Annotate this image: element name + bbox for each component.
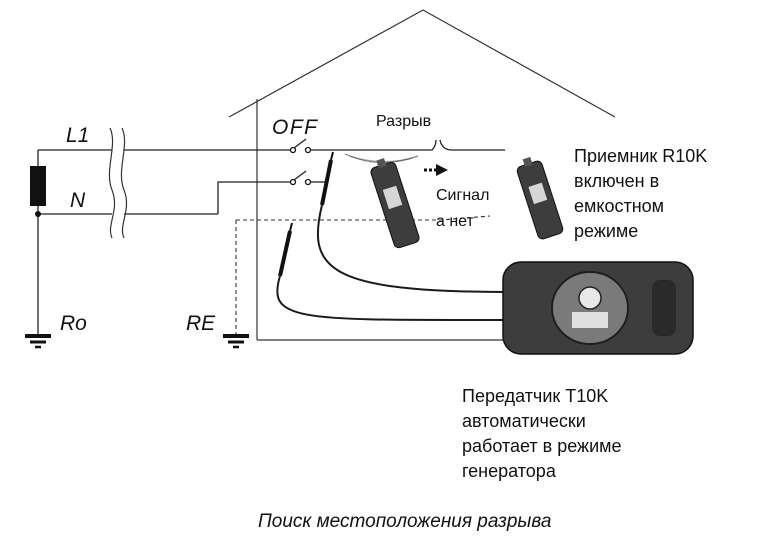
receiver-device-icon bbox=[370, 158, 420, 249]
receiver-line-2: включен в bbox=[574, 171, 659, 191]
resistor-icon bbox=[30, 150, 46, 335]
label-phase: L1 bbox=[66, 124, 89, 147]
switch-icon bbox=[286, 138, 420, 154]
transmitter-device-icon bbox=[502, 261, 694, 355]
switch-icon bbox=[217, 170, 326, 214]
label-neutral: N bbox=[70, 189, 86, 212]
receiver-description: Приемник R10K включен в емкостном режиме bbox=[574, 146, 707, 241]
transmitter-description: Передатчик T10K автоматически работает в… bbox=[462, 386, 622, 481]
receiver-line-1: Приемник R10K bbox=[574, 146, 707, 166]
ground-icon bbox=[223, 220, 249, 349]
incoming-lines bbox=[38, 127, 286, 239]
signal-arrow-icon bbox=[424, 164, 448, 176]
transmitter-line-1: Передатчик T10K bbox=[462, 386, 608, 406]
label-switch-state: OFF bbox=[272, 116, 319, 139]
line-break-mark bbox=[108, 127, 116, 239]
transmitter-line-3: работает в режиме bbox=[462, 436, 622, 456]
receiver-line-4: режиме bbox=[574, 221, 638, 241]
label-break: Разрыв bbox=[376, 113, 431, 130]
probe-icon bbox=[276, 222, 509, 322]
line-break-mark bbox=[120, 127, 128, 239]
transmitter-line-4: генератора bbox=[462, 461, 557, 481]
probe-icon bbox=[316, 151, 509, 293]
label-ro: Ro bbox=[60, 312, 87, 335]
signal-line-1: Сигнал bbox=[436, 187, 489, 204]
ground-icon bbox=[25, 334, 51, 349]
receiver-line-3: емкостном bbox=[574, 196, 664, 216]
break-point bbox=[344, 139, 505, 164]
label-re: RE bbox=[186, 312, 216, 335]
transmitter-line-2: автоматически bbox=[462, 411, 586, 431]
signal-line-2: а нет bbox=[436, 213, 475, 230]
diagram-caption: Поиск местоположения разрыва bbox=[258, 511, 551, 532]
dashed-lead bbox=[236, 215, 491, 221]
receiver-device-icon bbox=[516, 156, 564, 240]
signal-label: Сигнал а нет bbox=[436, 187, 489, 230]
